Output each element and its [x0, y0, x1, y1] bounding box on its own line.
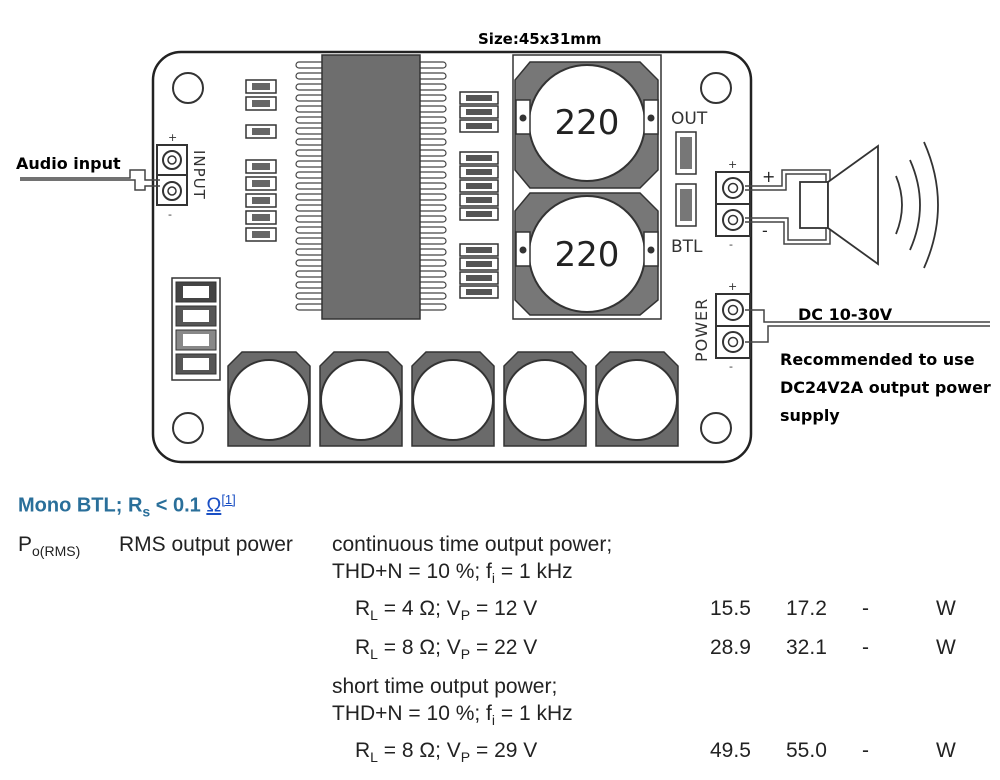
- capacitor: [503, 351, 587, 447]
- speaker-minus-sign: -: [762, 221, 768, 240]
- power-plus-sign: +: [728, 280, 737, 293]
- audio-input-callout: Audio input: [16, 154, 121, 173]
- mounting-hole-icon: [700, 412, 732, 444]
- recommend-line-1: Recommended to use: [780, 350, 975, 369]
- capacitor: [227, 351, 311, 447]
- spec-condition-1-line-2: THD+N = 10 %; fi = 1 kHz: [332, 560, 573, 586]
- inductor-top: [514, 61, 659, 189]
- mounting-hole-icon: [700, 72, 732, 104]
- spec-symbol: Po(RMS): [18, 533, 81, 559]
- inductor-top-label: 220: [555, 103, 620, 143]
- power-wires: [745, 309, 990, 343]
- board-diagram: + - INPUT: [20, 50, 990, 464]
- spec-condition-1-line-1: continuous time output power;: [332, 533, 613, 556]
- spec-title: Mono BTL; Rs < 0.1 Ω[1]: [18, 492, 236, 520]
- input-label: INPUT: [190, 150, 208, 200]
- spec-row-3-condition: RL = 8 Ω; VP = 29 V: [355, 739, 538, 765]
- capacitor: [411, 351, 495, 447]
- capacitor-row: [227, 351, 679, 447]
- power-minus-sign: -: [729, 360, 733, 373]
- spec-condition-2-line-2: THD+N = 10 %; fi = 1 kHz: [332, 702, 573, 728]
- output-minus-sign: -: [729, 238, 733, 251]
- speaker-wires: [745, 169, 831, 245]
- spec-row-3-min: 49.5: [710, 739, 751, 762]
- smd-column-right-marks: [466, 95, 492, 295]
- output-connector: [715, 171, 751, 237]
- ic-pins-right: [417, 61, 447, 311]
- spec-row-2-min: 28.9: [710, 636, 751, 659]
- smd-column-right: [459, 91, 499, 299]
- spec-condition-2-line-1: short time output power;: [332, 675, 558, 698]
- inductor-bottom: [514, 192, 659, 316]
- spec-row-3-unit: W: [936, 739, 956, 762]
- spec-row-2-condition: RL = 8 Ω; VP = 22 V: [355, 636, 538, 662]
- out-label: OUT: [671, 109, 708, 129]
- amplifier-ic: [321, 54, 421, 320]
- spec-row-1-typ: 17.2: [786, 597, 827, 620]
- input-plus-sign: +: [168, 131, 177, 144]
- capacitor: [319, 351, 403, 447]
- spec-row-1-condition: RL = 4 Ω; VP = 12 V: [355, 597, 538, 623]
- input-minus-sign: -: [168, 208, 172, 221]
- output-plus-sign: +: [728, 158, 737, 171]
- spec-row-3-typ: 55.0: [786, 739, 827, 762]
- smd-block-left: [171, 277, 221, 381]
- spec-row-1-max: -: [862, 597, 869, 620]
- input-connector: [20, 144, 188, 206]
- spec-row-2-typ: 32.1: [786, 636, 827, 659]
- spec-row-1-min: 15.5: [710, 597, 751, 620]
- speaker-plus-sign: +: [762, 167, 775, 186]
- size-label: Size:45x31mm: [478, 30, 602, 48]
- spec-row-1-unit: W: [936, 597, 956, 620]
- btl-label: BTL: [671, 237, 703, 257]
- recommend-line-3: supply: [780, 406, 840, 425]
- spec-unit-link[interactable]: Ω: [206, 494, 222, 517]
- spec-row-2-unit: W: [936, 636, 956, 659]
- smd-column-left-marks: [252, 83, 270, 238]
- spec-row-3-max: -: [862, 739, 869, 762]
- inductor-bottom-label: 220: [555, 235, 620, 275]
- mounting-hole-icon: [172, 412, 204, 444]
- speaker-icon: [799, 141, 939, 269]
- spec-row-2-max: -: [862, 636, 869, 659]
- capacitor: [595, 351, 679, 447]
- dc-range-callout: DC 10-30V: [798, 305, 893, 324]
- ic-pins-left: [295, 61, 325, 311]
- power-label: POWER: [692, 298, 711, 362]
- power-connector: [715, 293, 751, 359]
- recommend-line-2: DC24V2A output power: [780, 378, 991, 397]
- mounting-hole-icon: [172, 72, 204, 104]
- spec-parameter: RMS output power: [119, 533, 293, 556]
- spec-footnote-link[interactable]: [1]: [221, 492, 236, 507]
